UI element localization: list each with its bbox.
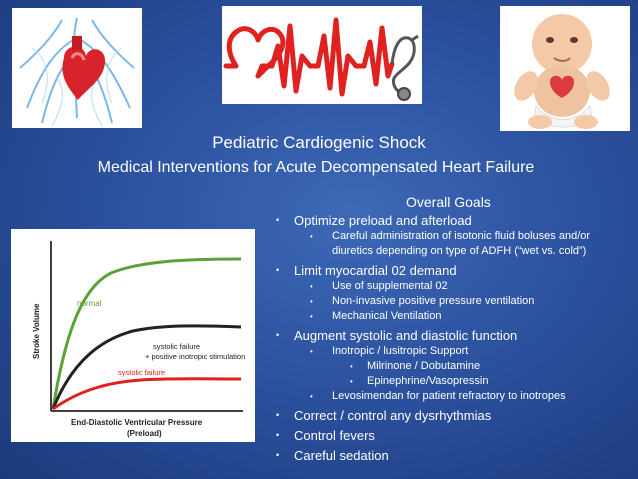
curve-systolic-failure-inotrope [51,324,242,410]
bullet-text: Levosimendan for patient refractory to i… [332,390,566,402]
bullet-marker: • [276,215,280,225]
label-systolic-failure-inotrope-1: systolic failure [153,342,200,351]
bullet-item-level-2: • Mechanical Ventilation [262,309,632,324]
bullet-item-level-3: • Milrinone / Dobutamine [262,359,632,374]
label-systolic-failure-inotrope-2: + positive inotropic stimulation [145,352,245,361]
curve-systolic-failure [52,377,242,411]
bullet-item-level-3: • Epinephrine/Vasopressin [262,374,632,389]
label-normal: normal [77,299,102,308]
x-axis-label-line2: (Preload) [127,429,162,438]
bullet-marker: • [310,347,313,356]
bullet-item-level-2: diuretics depending on type of ADFH (“we… [262,244,632,259]
bullet-item-level-1: • Optimize preload and afterload [262,212,632,229]
bullet-text: Augment systolic and diastolic function [294,328,518,343]
bullet-marker: • [276,330,280,340]
bullet-text: Milrinone / Dobutamine [367,360,481,372]
bullet-text: Careful administration of isotonic fluid… [332,230,591,242]
bullet-text: diuretics depending on type of ADFH (“we… [332,245,587,257]
bullet-item-level-2: • Use of supplemental 02 [262,279,632,294]
bullet-item-level-2: • Inotropic / lusitropic Support [262,344,632,359]
bullet-text: Optimize preload and afterload [294,213,472,228]
bullet-text: Inotropic / lusitropic Support [332,345,469,357]
x-axis-label-line1: End-Diastolic Ventricular Pressure [71,418,203,427]
curve-normal [51,257,242,410]
slide-title: Pediatric Cardiogenic Shock [212,133,426,152]
bullet-text: Mechanical Ventilation [332,310,442,322]
bullet-marker: • [310,297,313,306]
slide-subtitle: Medical Interventions for Acute Decompen… [97,159,535,176]
bullet-item-level-1: • Augment systolic and diastolic function [262,327,632,344]
bullet-item-level-2: • Levosimendan for patient refractory to … [262,389,632,404]
bullet-item-level-1: • Careful sedation [262,447,632,464]
bullet-marker: • [276,430,280,440]
ekg-heart-stethoscope-image [222,6,422,104]
frank-starling-graph: Stroke Volume End-Diastolic Ventricular … [11,229,255,442]
y-axis-label: Stroke Volume [32,303,41,359]
bullet-item-level-2: • Careful administration of isotonic flui… [262,229,632,244]
bullet-marker: • [276,410,280,420]
goals-heading: Overall Goals [406,194,491,210]
bullet-marker: • [310,312,313,321]
bullet-text: Limit myocardial 02 demand [294,263,457,278]
interventions-list: • Optimize preload and afterload • Careful … [262,212,632,464]
bullet-marker: • [310,282,313,291]
heart-vasculature-image [12,8,142,128]
bullet-marker: • [350,377,353,386]
bullet-marker: • [310,232,313,241]
bullet-text: Use of supplemental 02 [332,280,448,292]
bullet-text: Correct / control any dysrhythmias [294,408,492,423]
bullet-text: Control fevers [294,428,375,443]
label-systolic-failure: systolic failure [118,368,165,377]
infant-image [500,6,630,131]
bullet-text: Careful sedation [294,448,389,463]
bullet-marker: • [276,265,280,275]
bullet-text: Non-invasive positive pressure ventilati… [332,295,535,307]
bullet-item-level-1: • Limit myocardial 02 demand [262,262,632,279]
bullet-item-level-1: • Correct / control any dysrhythmias [262,407,632,424]
bullet-marker: • [310,392,313,401]
bullet-text: Epinephrine/Vasopressin [367,375,489,387]
bullet-item-level-2: • Non-invasive positive pressure ventilat… [262,294,632,309]
bullet-marker: • [350,362,353,371]
bullet-marker: • [276,450,280,460]
bullet-item-level-1: • Control fevers [262,427,632,444]
